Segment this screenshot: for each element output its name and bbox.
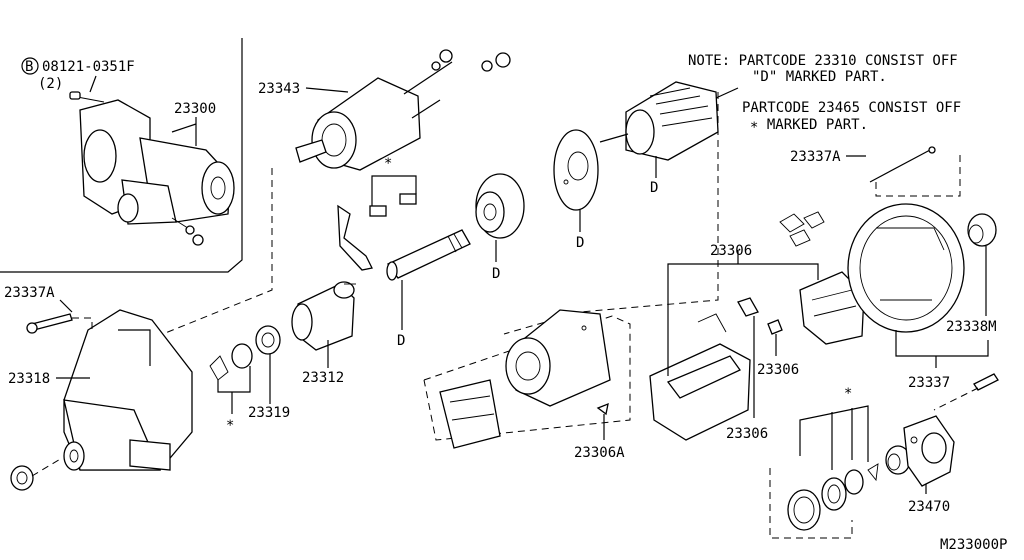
rear-cover	[847, 203, 965, 333]
rear-bushing	[967, 213, 997, 247]
brush-plate-left	[439, 379, 501, 449]
note-line-1: NOTE: PARTCODE 23310 CONSIST OFF	[688, 53, 958, 69]
note-line-4: ∗ MARKED PART.	[750, 117, 868, 133]
marker-d-armature: D	[650, 180, 658, 196]
yoke-assembly	[505, 309, 611, 407]
brush-plate-right	[799, 271, 865, 345]
marker-star-lever: ∗	[384, 153, 392, 169]
bearing-housing	[475, 173, 525, 239]
marker-star-washers: ∗	[844, 383, 852, 399]
star-springs	[779, 211, 825, 247]
screw-23306a	[596, 402, 609, 440]
label-23343: 23343	[258, 81, 300, 97]
bolt-23337a-left	[26, 313, 73, 334]
brush-holder	[649, 313, 751, 441]
inset-frame	[0, 38, 243, 273]
note-line-3: PARTCODE 23465 CONSIST OFF	[742, 100, 961, 116]
inset-starter-assembly	[69, 91, 235, 246]
end-flange-23470	[903, 415, 955, 487]
label-23306-bot: 23306	[726, 426, 768, 442]
star-lever-parts: ∗	[369, 153, 417, 217]
bushing-left	[10, 465, 34, 491]
figure-code: M233000P	[940, 537, 1007, 553]
label-23300: 23300	[174, 101, 216, 117]
label-23319: 23319	[248, 405, 290, 421]
label-23306-mid: 23306	[757, 362, 799, 378]
label-23337a-left: 23337A	[4, 285, 55, 301]
end-plate	[553, 129, 599, 211]
bolt-code: 08121-0351F	[42, 59, 135, 75]
brush	[737, 297, 783, 335]
label-23337a-top: 23337A	[790, 149, 841, 165]
marker-star-clips: ∗	[226, 415, 234, 431]
end-bolt	[973, 373, 999, 391]
solenoid-23343	[295, 49, 453, 171]
bolt-qty: (2)	[38, 76, 63, 92]
label-23306a: 23306A	[574, 445, 625, 461]
marker-d-shaft: D	[397, 333, 405, 349]
stop-ring	[255, 325, 281, 355]
label-23318: 23318	[8, 371, 50, 387]
star-clip-parts: ∗	[209, 343, 253, 431]
label-23306-top: 23306	[710, 243, 752, 259]
armature	[599, 81, 739, 161]
pinion-shaft	[386, 229, 471, 281]
label-23337: 23337	[908, 375, 950, 391]
note-block: NOTE: PARTCODE 23310 CONSIST OFF "D" MAR…	[688, 53, 961, 133]
label-23470: 23470	[908, 499, 950, 515]
shift-lever	[337, 204, 373, 271]
star-washers: ∗	[787, 383, 879, 531]
front-housing	[63, 309, 193, 471]
overrunning-clutch	[291, 281, 356, 351]
label-23312: 23312	[302, 370, 344, 386]
marker-d-plate: D	[576, 235, 584, 251]
label-23338m: 23338M	[946, 319, 997, 335]
bolt-callout: B 08121-0351F (2)	[21, 57, 135, 93]
marker-d-housing: D	[492, 266, 500, 282]
bolt-symbol: B	[25, 59, 33, 75]
note-line-2: "D" MARKED PART.	[752, 69, 887, 85]
through-bolt	[869, 146, 936, 183]
